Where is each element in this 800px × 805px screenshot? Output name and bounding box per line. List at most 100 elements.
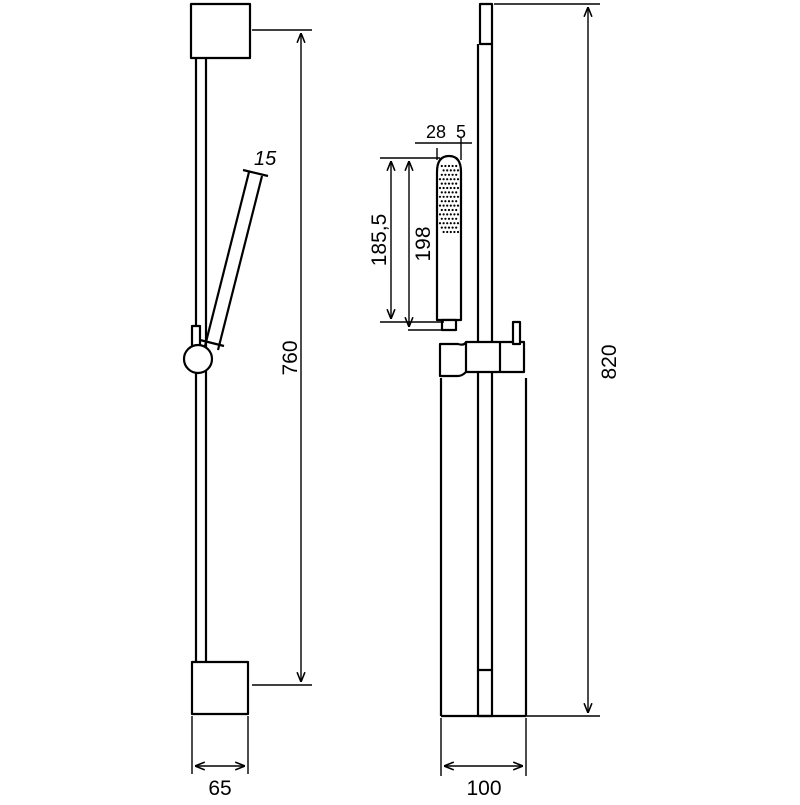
spray-hole <box>438 186 442 190</box>
spray-hole <box>446 213 449 216</box>
dimension-760-label: 760 <box>279 340 302 375</box>
spray-hole <box>453 230 456 234</box>
dimension-198-label: 198 <box>412 226 435 261</box>
spray-hole <box>453 169 456 172</box>
spray-hole <box>444 208 447 212</box>
front-view-top-cap <box>478 2 494 46</box>
spray-hole <box>451 208 454 212</box>
spray-hole <box>451 226 454 229</box>
spray-hole <box>444 217 447 220</box>
spray-hole <box>444 182 447 185</box>
spray-hole <box>440 208 443 212</box>
spray-hole <box>455 208 458 212</box>
spray-hole <box>446 222 449 225</box>
dimension-28-label: 28 <box>426 122 446 142</box>
spray-hole <box>451 164 454 168</box>
spray-hole <box>442 204 445 207</box>
dimension-handshower-top <box>415 138 472 160</box>
spray-hole <box>456 169 460 172</box>
spray-hole <box>440 173 443 176</box>
spray-hole <box>453 186 456 190</box>
spray-hole <box>453 213 456 216</box>
spray-hole <box>438 222 442 225</box>
spray-hole <box>453 178 456 181</box>
spray-hole <box>449 186 452 190</box>
dimension-65 <box>191 716 249 774</box>
spray-hole <box>442 186 445 190</box>
spray-hole <box>447 182 451 185</box>
spray-hole <box>444 164 447 168</box>
spray-hole <box>449 169 452 172</box>
spray-hole <box>451 217 454 220</box>
spray-hole <box>440 200 443 203</box>
spray-hole <box>449 178 452 181</box>
front-view-wall-plate <box>439 378 528 718</box>
spray-hole <box>456 222 460 225</box>
dimension-820 <box>494 3 600 717</box>
spray-hole <box>440 164 443 168</box>
spray-hole <box>438 213 442 216</box>
spray-hole <box>442 230 445 234</box>
spray-hole <box>444 226 447 229</box>
dimension-5-label: 5 <box>456 122 466 142</box>
spray-hole <box>442 222 445 225</box>
front-view <box>435 2 528 718</box>
dimension-760 <box>252 29 312 686</box>
spray-hole <box>456 195 460 198</box>
front-view-slider <box>438 340 526 378</box>
spray-hole <box>442 213 445 216</box>
dimension-100-label: 100 <box>466 777 501 800</box>
spray-hole <box>451 182 454 185</box>
spray-hole <box>451 191 454 194</box>
spray-hole <box>444 200 447 203</box>
spray-hole <box>442 195 445 198</box>
dimension-185-5-label: 185,5 <box>368 214 391 267</box>
spray-hole <box>455 200 458 203</box>
front-view-bottom-cap <box>476 668 494 718</box>
side-view-top-bracket <box>189 2 252 60</box>
spray-hole <box>456 178 460 181</box>
dimension-820-label: 820 <box>598 344 621 379</box>
spray-hole <box>453 222 456 225</box>
spray-hole <box>442 178 445 181</box>
spray-hole <box>440 217 443 220</box>
spray-hole <box>453 195 456 198</box>
spray-hole <box>449 230 452 234</box>
spray-hole <box>451 200 454 203</box>
spray-hole <box>447 208 451 212</box>
front-view-slider-pin <box>511 320 522 346</box>
spray-hole <box>447 200 451 203</box>
spray-hole <box>455 173 458 176</box>
spray-hole <box>449 213 452 216</box>
spray-hole <box>455 226 458 229</box>
dimension-handshower <box>380 157 444 331</box>
front-view-handshower <box>435 154 463 322</box>
spray-hole <box>446 186 449 190</box>
spray-hole <box>455 217 458 220</box>
spray-hole <box>438 178 442 181</box>
spray-hole <box>456 204 460 207</box>
spray-hole <box>446 204 449 207</box>
spray-holes <box>438 164 460 234</box>
spray-hole <box>446 195 449 198</box>
spray-hole <box>456 186 460 190</box>
spray-hole <box>455 182 458 185</box>
spray-hole <box>438 204 442 207</box>
spray-hole <box>447 217 451 220</box>
spray-hole <box>442 169 445 172</box>
spray-hole <box>440 226 443 229</box>
spray-hole <box>447 191 451 194</box>
spray-hole <box>446 230 449 234</box>
spray-hole <box>444 191 447 194</box>
spray-hole <box>453 204 456 207</box>
side-view-slider-knob <box>182 343 214 375</box>
spray-hole <box>449 195 452 198</box>
front-view-handshower-connector <box>440 318 458 332</box>
spray-hole <box>449 222 452 225</box>
spray-hole <box>455 164 458 168</box>
spray-hole <box>447 164 451 168</box>
side-view-bottom-bracket <box>190 660 250 716</box>
side-view <box>182 2 269 716</box>
